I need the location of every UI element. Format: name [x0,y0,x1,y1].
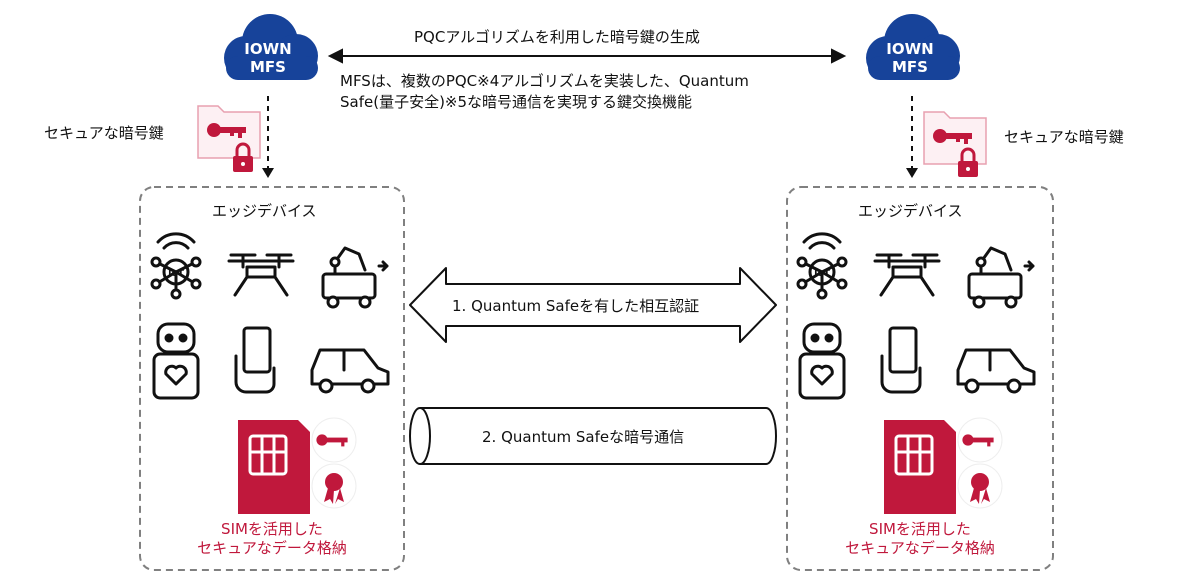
drone-icon [227,253,295,297]
right-device-icons: IoT [796,232,1036,400]
right-sim-group [884,417,1003,514]
care-robot-icon [798,322,846,400]
drone-icon [873,253,941,297]
left-sim-caption-line2: セキュアなデータ格納 [197,539,347,557]
comm-tube-label: 2. Quantum Safeな暗号通信 [482,428,685,446]
right-cloud-line1: IOWN [886,40,934,58]
car-icon [310,348,390,394]
left-sim-caption-line1: SIMを活用した [221,520,323,538]
left-cloud-line1: IOWN [244,40,292,58]
comm-tube [409,407,777,465]
right-sim-caption-line1: SIMを活用した [869,520,971,538]
certificate-badge-icon [311,463,357,509]
sim-key-icon [311,417,357,463]
care-robot-icon [152,322,200,400]
right-cloud-line2: MFS [892,58,928,76]
auth-double-arrow [409,267,777,343]
sim-card-icon [238,420,310,514]
left-key-label: セキュアな暗号鍵 [44,124,164,142]
smartphone-icon [880,326,922,394]
left-sim-caption: SIMを活用した セキュアなデータ格納 [162,520,382,558]
car-icon [956,348,1036,394]
right-cloud-label: IOWN MFS [870,40,950,76]
robot-cart-icon [321,246,389,309]
certificate-badge-icon [957,463,1003,509]
mfs-description-line1: MFSは、複数のPQC※4アルゴリズムを実装した、Quantum [340,72,749,90]
right-folder-key-icon [923,111,987,179]
top-double-arrow [327,48,847,64]
right-edge-box [786,186,1054,571]
sim-key-icon [957,417,1003,463]
right-box-title: エッジデバイス [858,202,963,220]
smartphone-icon [234,326,276,394]
top-arrow-label: PQCアルゴリズムを利用した暗号鍵の生成 [414,28,700,46]
right-dashed-arrow [906,96,918,178]
left-sim-group [238,417,357,514]
left-cloud-line2: MFS [250,58,286,76]
robot-cart-icon [967,246,1035,309]
iot-hub-icon: IoT [796,232,848,300]
auth-arrow-label: 1. Quantum Safeを有した相互認証 [452,297,700,315]
right-sim-caption-line2: セキュアなデータ格納 [845,539,995,557]
left-edge-box [139,186,405,571]
right-key-label: セキュアな暗号鍵 [1004,128,1124,146]
iot-hub-icon: IoT [150,232,202,300]
left-folder-key-icon [197,105,261,174]
mfs-description-line2: Safe(量子安全)※5な暗号通信を実現する鍵交換機能 [340,93,693,111]
sim-card-icon [884,420,956,514]
right-sim-caption: SIMを活用した セキュアなデータ格納 [810,520,1030,558]
left-cloud-label: IOWN MFS [228,40,308,76]
left-dashed-arrow [262,96,274,178]
left-box-title: エッジデバイス [212,202,317,220]
left-device-icons: IoT [150,232,390,400]
